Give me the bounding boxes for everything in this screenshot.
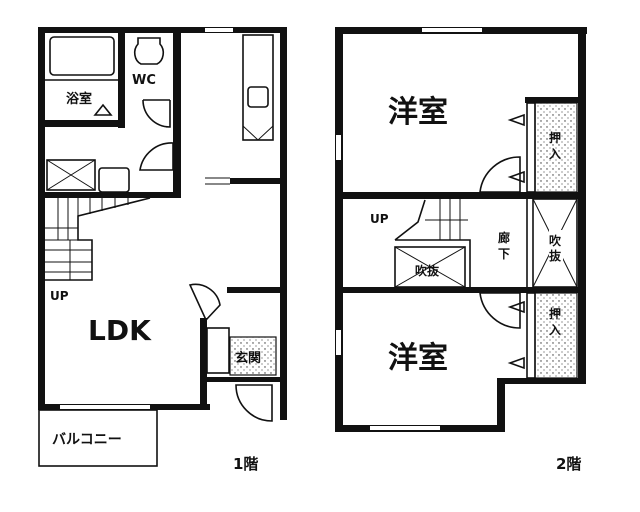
void-stair-label: 吹抜	[415, 263, 440, 278]
ldk-entrance-door[interactable]	[188, 283, 221, 322]
washbasin	[98, 167, 130, 193]
entrance-floor	[229, 336, 277, 376]
washroom-door[interactable]	[139, 142, 174, 171]
western-room-bottom-label: 洋室	[388, 341, 448, 376]
void-right-label-1: 吹	[549, 233, 562, 248]
kitchen-sink	[247, 86, 269, 108]
stairs-up-label-1f: UP	[50, 289, 69, 303]
closet-bottom-label-2: 入	[549, 323, 561, 337]
washer-space	[46, 159, 96, 191]
closet-bottom-sliding-door[interactable]	[507, 300, 525, 370]
toilet-icon	[133, 37, 165, 65]
closet-bottom-label-1: 押	[549, 306, 561, 321]
wc-door[interactable]	[142, 99, 171, 128]
ldk-label: LDK	[88, 314, 152, 347]
stairs-2f	[394, 199, 471, 287]
window-bottom-2f	[370, 426, 440, 430]
void-right	[532, 198, 578, 288]
western-room-top-label: 洋室	[388, 95, 448, 130]
entrance-label: 玄関	[235, 350, 261, 366]
room-bottom-door[interactable]	[479, 292, 521, 329]
shoe-cabinet	[206, 327, 230, 374]
floor-1-label: 1階	[233, 455, 258, 473]
bath-label: 浴室	[66, 91, 92, 107]
balcony	[38, 409, 158, 467]
balcony-label: バルコニー	[52, 432, 122, 448]
window-left-bottom	[336, 330, 341, 355]
hallway-label-2: 下	[498, 247, 510, 261]
front-door[interactable]	[235, 384, 273, 422]
void-right-label-2: 抜	[549, 248, 562, 263]
bathtub	[49, 36, 115, 76]
closet-top-label-1: 押	[549, 130, 561, 145]
floor-1-plan: 浴室 WC UP LDK	[38, 27, 287, 473]
window-top	[205, 28, 233, 32]
floor-2-label: 2階	[556, 455, 581, 473]
room-top-door[interactable]	[479, 156, 521, 193]
window-balcony-door	[60, 405, 150, 409]
stairs-up-label-2f: UP	[370, 212, 389, 226]
closet-top	[534, 102, 578, 193]
closet-top-sliding-door[interactable]	[507, 113, 525, 184]
window-top-2f	[422, 28, 482, 32]
closet-top-label-2: 入	[549, 147, 561, 161]
void-stair	[394, 246, 466, 288]
window-left-top	[336, 135, 341, 160]
floor-2-plan: 洋室 洋室 押 入 押入 押 入 押入 吹 抜 吹抜 廊 下 廊下	[335, 27, 587, 473]
hallway-label-1: 廊	[498, 230, 510, 245]
bath-door-icon	[93, 103, 113, 116]
wc-label: WC	[132, 73, 156, 88]
stairs	[44, 197, 151, 281]
